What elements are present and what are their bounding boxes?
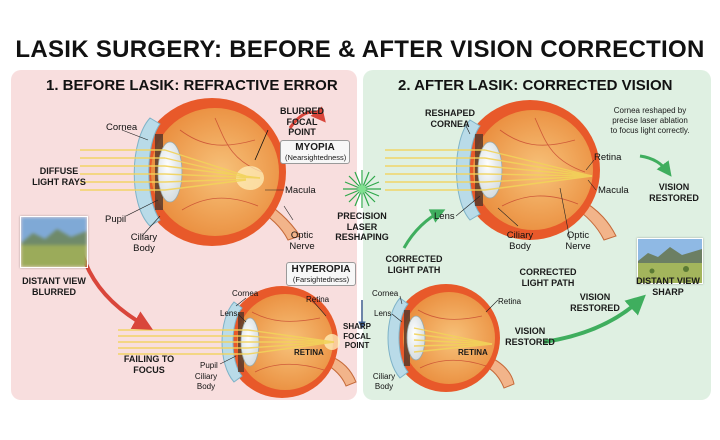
corrected-light-rays-lower bbox=[413, 327, 493, 353]
label-failing-to-focus: FAILING TO FOCUS bbox=[123, 354, 175, 375]
label-vision-restored: VISION RESTORED bbox=[649, 182, 699, 203]
label-precision-laser: PRECISION LASER RESHAPING bbox=[335, 211, 389, 242]
label-diffuse-light-rays: DIFFUSE LIGHT RAYS bbox=[32, 166, 86, 187]
vision-arrow-upper bbox=[639, 154, 672, 177]
label-corrected-light-path-2: CORRECTED LIGHT PATH bbox=[519, 267, 577, 288]
myopia-arrow bbox=[288, 106, 326, 129]
label-pupil-2: Pupil bbox=[200, 361, 218, 370]
label-lens: Lens bbox=[434, 211, 455, 222]
page-title: LASIK SURGERY: BEFORE & AFTER VISION COR… bbox=[15, 36, 705, 63]
label-macula-after: Macula bbox=[598, 185, 629, 196]
hyperopia-badge: HYPEROPIA (Farsightedness) bbox=[286, 262, 356, 286]
label-vision-restored-2: VISION RESTORED bbox=[570, 292, 620, 313]
myopia-light-rays bbox=[80, 149, 261, 191]
label-retina-caps: RETINA bbox=[294, 348, 324, 357]
label-sharp-focal-point: SHARP FOCAL POINT bbox=[342, 322, 371, 350]
label-retina-2: Retina bbox=[306, 295, 330, 304]
eye-corrected-lower bbox=[387, 284, 515, 392]
hyperopia-light-rays bbox=[118, 329, 335, 355]
after-heading: 2. AFTER LASIK: CORRECTED VISION bbox=[398, 77, 673, 94]
label-blurred-focal-point: BLURRED FOCAL POINT bbox=[280, 106, 324, 137]
label-ciliary-body-after-2: Ciliary Body bbox=[372, 372, 396, 391]
label-pupil: Pupil bbox=[105, 214, 127, 225]
label-ciliary-body: Ciliary Body bbox=[130, 232, 158, 254]
after-note: Cornea reshaped by precise laser ablatio… bbox=[610, 106, 690, 135]
label-ciliary-body-2: Ciliary Body bbox=[194, 372, 218, 391]
hyperopia-name: HYPEROPIA bbox=[291, 264, 351, 275]
leader-lines bbox=[121, 125, 597, 365]
label-optic-nerve-after: Optic Nerve bbox=[565, 230, 591, 252]
label-macula: Macula bbox=[285, 185, 316, 196]
label-optic-nerve: Optic Nerve bbox=[289, 230, 315, 252]
cornea-shape bbox=[133, 117, 161, 227]
label-retina-after-2: Retina bbox=[498, 297, 522, 306]
myopia-sub: (Nearsightedness) bbox=[285, 153, 347, 162]
before-heading: 1. BEFORE LASIK: REFRACTIVE ERROR bbox=[46, 77, 338, 94]
sharp-landscape-image bbox=[637, 238, 703, 284]
label-cornea-2: Cornea bbox=[232, 289, 259, 298]
label-retina-after-caps: RETINA bbox=[458, 348, 488, 357]
label-distant-view-sharp: DISTANT VIEW SHARP bbox=[636, 276, 700, 297]
label-cornea-after-2: Cornea bbox=[372, 289, 399, 298]
laser-burst-icon bbox=[343, 170, 381, 208]
label-vision-restored-3: VISION RESTORED bbox=[505, 326, 555, 347]
myopia-badge: MYOPIA (Nearsightedness) bbox=[280, 140, 350, 164]
label-corrected-light-path: CORRECTED LIGHT PATH bbox=[385, 254, 443, 275]
vision-arrow-lower bbox=[543, 294, 646, 344]
label-ciliary-body-after: Ciliary Body bbox=[506, 230, 534, 252]
corrected-light-rays bbox=[385, 149, 593, 191]
blurred-landscape-image bbox=[20, 216, 88, 268]
eye-corrected-upper bbox=[456, 100, 617, 241]
label-cornea: Cornea bbox=[106, 122, 138, 133]
label-lens-after-2: Lens bbox=[374, 309, 392, 318]
label-lens-2: Lens bbox=[220, 309, 238, 318]
hyperopia-sub: (Farsightedness) bbox=[292, 275, 350, 284]
myopia-name: MYOPIA bbox=[295, 142, 335, 153]
label-retina: Retina bbox=[594, 152, 622, 163]
label-distant-view-blurred: DISTANT VIEW BLURRED bbox=[22, 276, 86, 297]
label-reshaped-cornea: RESHAPED CORNEA bbox=[424, 108, 475, 129]
lens-shape bbox=[157, 141, 183, 203]
corrected-path-arrow bbox=[402, 209, 446, 249]
